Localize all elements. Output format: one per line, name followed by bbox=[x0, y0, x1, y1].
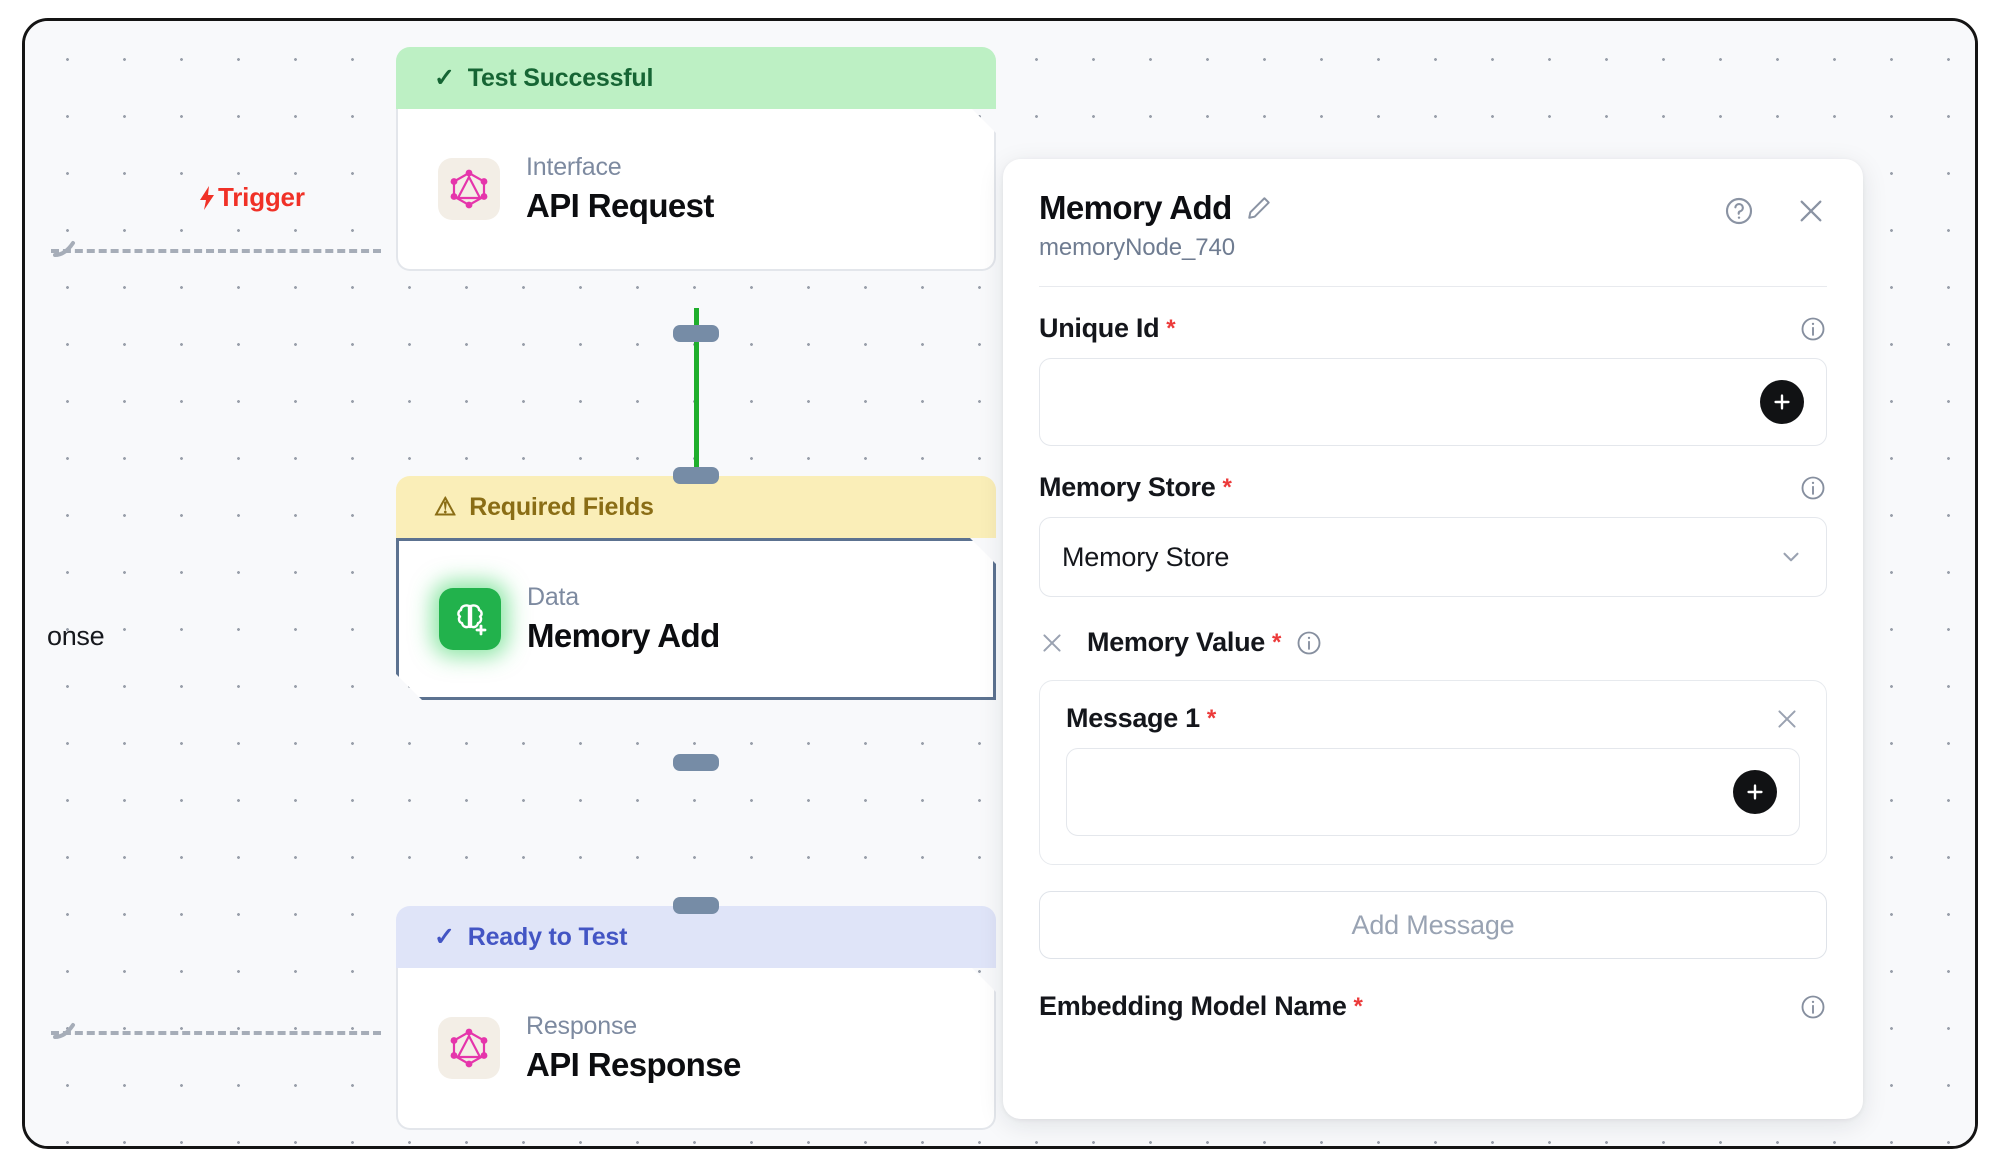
field-label-text: Embedding Model Name bbox=[1039, 991, 1347, 1021]
field-embedding-model-name: Embedding Model Name * bbox=[1039, 991, 1827, 1022]
trigger-dashed-line bbox=[51, 249, 381, 253]
node-body[interactable]: Data Memory Add bbox=[396, 538, 996, 700]
panel-header: Memory Add memoryNode_740 bbox=[1039, 159, 1827, 262]
node-title-label: API Request bbox=[526, 187, 714, 224]
field-label: Embedding Model Name * bbox=[1039, 991, 1363, 1022]
required-marker: * bbox=[1206, 704, 1216, 732]
add-message-button[interactable]: Add Message bbox=[1039, 891, 1827, 959]
node-kind-label: Interface bbox=[526, 153, 622, 181]
graphql-icon bbox=[438, 158, 500, 220]
message-label-text: Message 1 bbox=[1066, 703, 1200, 733]
message-card: Message 1 * bbox=[1039, 680, 1827, 865]
node-api-response[interactable]: ✓ Ready to Test bbox=[396, 897, 996, 1130]
info-icon[interactable] bbox=[1799, 474, 1827, 502]
panel-divider bbox=[1039, 286, 1827, 287]
node-title-label: API Response bbox=[526, 1046, 741, 1083]
node-kind-label: Data bbox=[527, 583, 580, 611]
node-status-banner: ⚠ Required Fields bbox=[396, 476, 996, 538]
field-unique-id: Unique Id * bbox=[1039, 313, 1827, 446]
field-label-text: Memory Store bbox=[1039, 472, 1216, 502]
field-memory-value-header: Memory Value * bbox=[1039, 627, 1827, 658]
remove-memory-value-icon[interactable] bbox=[1039, 630, 1065, 656]
node-status-label: Ready to Test bbox=[467, 922, 628, 951]
response-dashed-line bbox=[51, 1031, 381, 1035]
node-status-banner: ✓ Test Successful bbox=[396, 47, 996, 109]
info-icon[interactable] bbox=[1799, 315, 1827, 343]
field-label: Memory Value * bbox=[1087, 627, 1323, 658]
node-body[interactable]: Interface API Request bbox=[396, 109, 996, 271]
close-icon[interactable] bbox=[1795, 195, 1827, 227]
required-marker: * bbox=[1271, 628, 1282, 656]
node-status-banner: ✓ Ready to Test bbox=[396, 906, 996, 968]
help-circle-icon[interactable] bbox=[1723, 195, 1755, 227]
chevron-down-icon bbox=[1778, 544, 1804, 570]
info-icon[interactable] bbox=[1295, 629, 1323, 657]
field-label-text: Unique Id bbox=[1039, 313, 1160, 343]
response-side-label: onse bbox=[47, 621, 105, 651]
bolt-icon bbox=[197, 185, 217, 211]
node-handle-top[interactable] bbox=[673, 467, 719, 484]
panel-title: Memory Add bbox=[1039, 189, 1232, 226]
node-status-label: Test Successful bbox=[467, 63, 654, 92]
memory-store-selected-value: Memory Store bbox=[1062, 541, 1230, 572]
node-api-request[interactable]: ✓ Test Successful bbox=[396, 47, 996, 342]
check-icon: ✓ bbox=[434, 922, 455, 951]
required-marker: * bbox=[1353, 992, 1363, 1020]
trigger-label-text: Trigger bbox=[218, 182, 305, 212]
trigger-label: Trigger bbox=[197, 182, 305, 213]
app-window: Trigger onse ✓ Test Successful bbox=[22, 18, 1978, 1149]
warning-triangle-icon: ⚠ bbox=[434, 492, 457, 521]
check-icon: ✓ bbox=[434, 63, 455, 92]
plus-icon[interactable] bbox=[1733, 770, 1777, 814]
edge-request-to-memory bbox=[694, 308, 699, 476]
node-body[interactable]: Response API Response bbox=[396, 968, 996, 1130]
field-memory-store: Memory Store * Memory Store bbox=[1039, 472, 1827, 597]
graphql-icon bbox=[438, 1017, 500, 1079]
remove-message-icon[interactable] bbox=[1774, 706, 1800, 732]
message-1-input[interactable] bbox=[1066, 748, 1800, 836]
field-label-text: Memory Value bbox=[1087, 627, 1265, 657]
plus-icon[interactable] bbox=[1760, 380, 1804, 424]
node-properties-panel: Memory Add memoryNode_740 bbox=[1003, 159, 1863, 1119]
required-marker: * bbox=[1222, 473, 1232, 501]
info-icon[interactable] bbox=[1799, 993, 1827, 1021]
brain-plus-icon bbox=[439, 588, 501, 650]
node-handle-bottom[interactable] bbox=[673, 325, 719, 342]
memory-store-select[interactable]: Memory Store bbox=[1039, 517, 1827, 597]
node-title-label: Memory Add bbox=[527, 617, 720, 654]
node-handle-top[interactable] bbox=[673, 897, 719, 914]
panel-node-id: memoryNode_740 bbox=[1039, 234, 1236, 261]
flow-canvas[interactable]: Trigger onse ✓ Test Successful bbox=[25, 21, 1975, 1146]
required-marker: * bbox=[1166, 314, 1176, 342]
node-memory-add[interactable]: ⚠ Required Fields bbox=[396, 467, 996, 771]
node-handle-bottom[interactable] bbox=[673, 754, 719, 771]
node-status-label: Required Fields bbox=[469, 492, 654, 521]
message-label: Message 1 * bbox=[1066, 703, 1216, 734]
unique-id-input[interactable] bbox=[1039, 358, 1827, 446]
field-label: Memory Store * bbox=[1039, 472, 1232, 503]
pencil-icon[interactable] bbox=[1246, 195, 1272, 221]
field-label: Unique Id * bbox=[1039, 313, 1176, 344]
node-kind-label: Response bbox=[526, 1012, 637, 1040]
